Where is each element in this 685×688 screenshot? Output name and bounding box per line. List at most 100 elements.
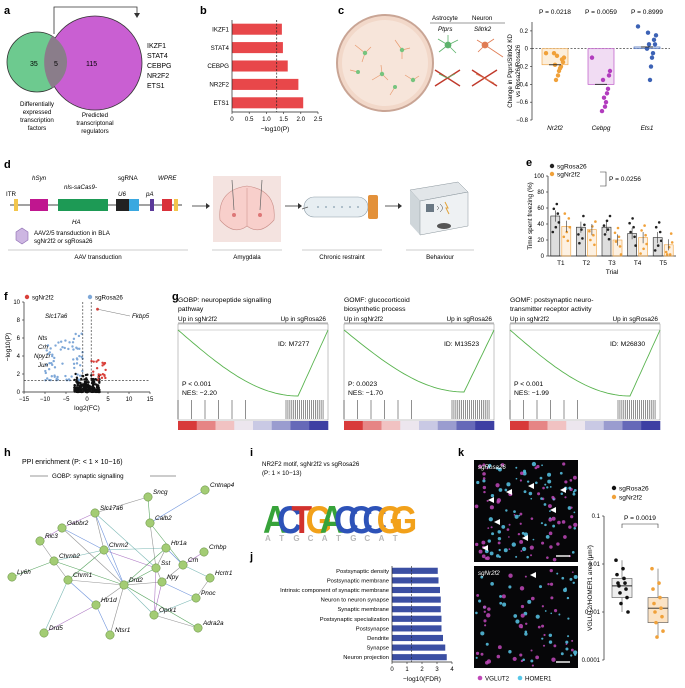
data-point-e — [654, 225, 658, 229]
y-tick-label-f: 0 — [17, 390, 21, 396]
data-point-e — [644, 233, 647, 237]
y-axis-label-f: −log10(P) — [5, 333, 12, 362]
data-point-k — [655, 635, 659, 639]
venn-right-label: Predicted transcriptonal regulators — [76, 112, 113, 135]
homer1-puncta — [549, 485, 552, 488]
data-point-f — [97, 386, 100, 390]
category-label-j: Postsynaptic membrane — [327, 578, 389, 584]
p-value-k: P = 0.0019 — [624, 515, 656, 522]
ppi-edge — [123, 547, 167, 586]
data-point-f — [86, 373, 89, 376]
logo-letter-c: C — [334, 498, 359, 542]
homer1-puncta — [513, 614, 518, 618]
data-point-f-sgrosa26 — [61, 345, 64, 349]
gsea-rank-bar-segment — [234, 421, 254, 430]
homer1-puncta — [530, 659, 534, 663]
leader-line-f — [97, 309, 131, 317]
ppi-edge — [95, 584, 125, 606]
ppi-edge — [67, 549, 105, 581]
ppi-edge — [149, 489, 206, 524]
homer1-puncta — [560, 652, 564, 656]
legend-dot-e-sgnr2f2 — [549, 171, 555, 177]
data-point-e — [628, 221, 631, 225]
homer1-puncta — [541, 464, 543, 467]
data-point-f-sgnr2f2 — [101, 361, 104, 365]
category-label-b: STAT4 — [211, 45, 230, 52]
vglut2-puncta — [524, 575, 527, 578]
panel-label-b: b — [200, 5, 207, 17]
vglut2-puncta — [486, 659, 492, 664]
aav-virus-icon — [15, 227, 29, 245]
homer1-puncta — [570, 654, 573, 657]
y-axis-label-k: VGLUT2/HOMER1 area (μm²) — [587, 545, 594, 631]
legend-label-homer1: HOMER1 — [525, 676, 552, 683]
data-point-f — [79, 381, 82, 385]
gsea-id: ID: M13523 — [444, 341, 479, 348]
data-point-f-sgrosa26 — [79, 364, 82, 367]
vglut2-puncta — [520, 471, 524, 476]
x-tick-label-b: 1.0 — [262, 116, 271, 123]
data-point-c — [601, 95, 607, 100]
gsea-pvalue: P < 0.001 — [514, 381, 543, 388]
vglut2-puncta — [475, 651, 480, 655]
data-point-e — [551, 230, 555, 234]
data-point-f-sgrosa26 — [67, 347, 70, 351]
homer1-puncta — [498, 488, 503, 492]
homer1-puncta — [476, 480, 480, 485]
homer1-puncta — [538, 585, 543, 589]
data-point-f — [95, 385, 99, 388]
ppi-edge — [61, 527, 105, 551]
homer1-puncta — [522, 471, 527, 476]
x-tick-label-e: T3 — [608, 260, 616, 267]
vglut2-puncta — [530, 517, 534, 520]
vglut2-puncta — [482, 463, 486, 467]
homer1-puncta — [544, 483, 547, 486]
data-point-k — [658, 595, 662, 600]
gsea-pvalue: P < 0.001 — [182, 381, 211, 388]
data-point-f — [81, 374, 84, 378]
data-point-e — [664, 250, 668, 254]
astrocyte-label: Astrocyte — [432, 15, 458, 22]
homer1-puncta — [499, 594, 503, 598]
ppi-edge — [95, 604, 111, 636]
gsea-rank-bar-segment — [528, 421, 548, 430]
data-point-c — [651, 37, 657, 43]
vglut2-puncta — [543, 633, 546, 637]
x-axis-label-j: −log10(FDR) — [403, 676, 441, 683]
data-point-c — [553, 77, 559, 83]
ppi-node-label: Adra2a — [202, 620, 224, 627]
vglut2-puncta — [496, 654, 501, 659]
data-point-f — [77, 381, 80, 385]
vglut2-puncta — [489, 505, 494, 510]
data-point-e — [592, 233, 595, 237]
gsea-enrichment-curve — [177, 329, 329, 397]
homer1-puncta — [522, 658, 525, 662]
vglut2-puncta — [500, 463, 505, 467]
data-point-f — [86, 383, 90, 386]
homer1-puncta — [526, 555, 529, 559]
data-point-f-sgnr2f2 — [103, 373, 106, 377]
gene-label-jun: Jun — [37, 362, 49, 369]
homer1-puncta — [540, 522, 544, 525]
ppi-node-label: Drd2 — [129, 577, 143, 584]
homer1-puncta — [495, 554, 500, 558]
arrowhead-marker — [506, 489, 512, 495]
data-point-k — [619, 601, 623, 606]
gsea-up-left: Up in sgNr2f2 — [344, 316, 384, 323]
data-point-f-sgrosa26 — [46, 344, 50, 347]
box-k-sgnr2f2 — [647, 597, 669, 623]
data-point-c — [645, 30, 651, 35]
ppi-edge — [153, 614, 199, 629]
x-tick-label-e: T5 — [659, 260, 667, 267]
bar-j — [392, 625, 442, 632]
vglut2-puncta — [551, 657, 556, 662]
arrowhead-marker — [550, 507, 556, 513]
data-point-e — [631, 217, 634, 220]
homer1-puncta — [571, 551, 575, 554]
homer1-puncta — [573, 574, 578, 579]
ppi-edge — [67, 579, 125, 586]
vglut2-puncta — [542, 486, 545, 490]
gene-label-nts: Nts — [38, 335, 47, 342]
